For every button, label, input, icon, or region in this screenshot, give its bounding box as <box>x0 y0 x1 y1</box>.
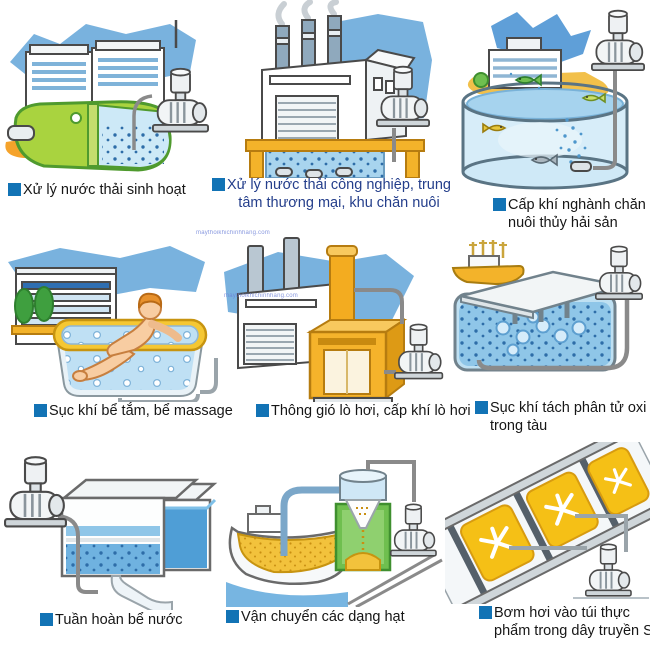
watermark-text: maythoikhichinhhang.com <box>196 230 270 236</box>
air-pipe <box>593 62 617 170</box>
illustration-bath-massage <box>8 246 218 402</box>
blower-icon <box>594 245 644 301</box>
cell-domestic-wastewater: Xử lý nước thải sinh hoạt <box>0 0 218 232</box>
air-pipe <box>476 298 630 371</box>
cyclone-hopper <box>334 469 392 572</box>
illustration-domestic-wastewater <box>5 20 210 172</box>
outflow-chute <box>110 575 173 610</box>
illustration-boiler <box>224 237 444 402</box>
water <box>226 582 348 607</box>
cell-bath-massage: Sục khí bể tắm, bể massage <box>0 232 233 442</box>
bullet-icon <box>226 610 239 623</box>
boiler <box>306 245 408 402</box>
dock-edge <box>347 552 443 607</box>
bullet-icon <box>34 404 47 417</box>
bullet-icon <box>479 606 492 619</box>
caption-boiler: Thông gió lò hơi, cấp khí lò hơi <box>256 402 471 420</box>
caption-text: Thông gió lò hơi, cấp khí lò hơi <box>271 403 471 419</box>
illustration-food-bags <box>445 442 650 604</box>
water-tanks <box>60 478 218 578</box>
caption-granule-conveying: Vận chuyển các dạng hạt <box>226 608 405 626</box>
trees <box>11 286 61 335</box>
septic-tank <box>7 100 172 172</box>
caption-text: Xử lý nước thải sinh hoạt <box>23 182 186 198</box>
caption-bath-massage: Sục khí bể tắm, bể massage <box>34 402 233 420</box>
blower-icon <box>3 455 68 528</box>
bullet-icon <box>8 183 21 196</box>
bullet-icon <box>40 613 53 626</box>
watermark-text: maythoikhichinhhang.com <box>224 293 298 299</box>
caption-domestic-wastewater: Xử lý nước thải sinh hoạt <box>8 181 186 199</box>
blower-icon <box>584 543 632 597</box>
oxygen-tank <box>453 270 624 372</box>
drain-pipe <box>118 358 218 402</box>
illustration-granule-conveying <box>226 460 443 607</box>
bubbles <box>555 118 587 164</box>
caption-text: Sục khí bể tắm, bể massage <box>49 403 233 419</box>
fish-icon <box>482 72 606 167</box>
conveyor-belt <box>445 442 650 604</box>
grain-barge <box>228 505 350 586</box>
bullet-icon <box>493 198 506 211</box>
smoke <box>275 0 339 27</box>
aeration-basin <box>245 139 425 178</box>
suction-pipe <box>280 486 340 556</box>
person <box>72 292 182 382</box>
cell-granule-conveying: Vận chuyển các dạng hạt <box>218 442 445 650</box>
air-pipe <box>354 288 404 374</box>
illustration-aquaculture <box>461 9 646 190</box>
illustration-oxygen-ship <box>451 240 644 372</box>
air-pipe <box>132 94 153 150</box>
bullet-icon <box>256 404 269 417</box>
blower-icon <box>389 503 437 557</box>
caption-text: Tuần hoàn bể nước <box>55 612 183 628</box>
air-pipe <box>366 460 416 502</box>
illustration-industrial-wastewater <box>245 0 432 178</box>
blower-icon <box>590 9 646 72</box>
cell-boiler: Thông gió lò hơi, cấp khí lò hơi <box>218 232 471 442</box>
cell-water-circulation: Tuần hoàn bể nước <box>0 442 218 650</box>
bullet-icon <box>475 401 488 414</box>
illustration-water-circulation <box>3 455 218 610</box>
caption-text: Vận chuyển các dạng hạt <box>241 609 405 625</box>
caption-water-circulation: Tuần hoàn bể nước <box>40 611 183 629</box>
bullet-icon <box>212 178 225 191</box>
air-pipes <box>509 514 628 552</box>
circulation-pipe <box>57 514 98 594</box>
ship-icon <box>451 240 525 286</box>
